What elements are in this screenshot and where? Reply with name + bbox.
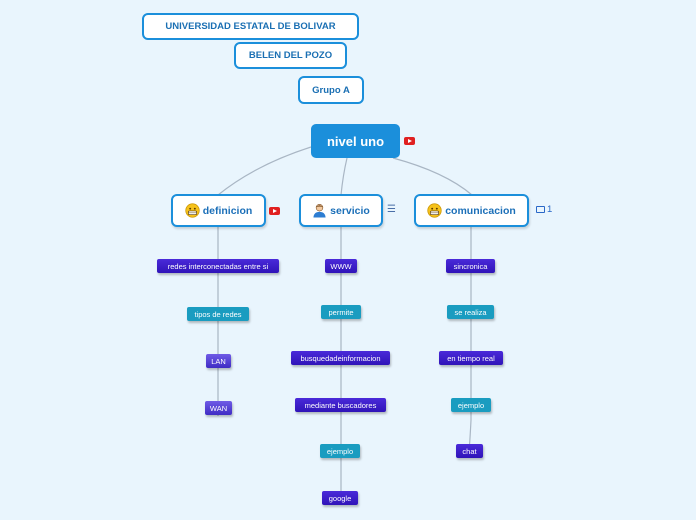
group-label-text: Grupo A bbox=[312, 84, 350, 96]
node-label: ejemplo bbox=[457, 400, 485, 410]
node-label: mediante buscadores bbox=[304, 400, 377, 410]
note-icon[interactable]: ☰ bbox=[387, 204, 396, 215]
node-wan[interactable]: WAN bbox=[205, 401, 232, 415]
comment-icon[interactable]: 1 bbox=[536, 204, 552, 215]
node-label: tipos de redes bbox=[194, 309, 242, 319]
node-label: WWW bbox=[330, 261, 352, 271]
branch-comunicacion[interactable]: comunicacion bbox=[414, 194, 529, 227]
node-label: en tiempo real bbox=[447, 353, 495, 363]
node-label: LAN bbox=[211, 356, 226, 366]
branch-definicion-label: definicion bbox=[202, 204, 253, 217]
node-ejemplo[interactable]: ejemplo bbox=[320, 444, 360, 458]
branch-servicio[interactable]: servicio bbox=[299, 194, 383, 227]
node-google[interactable]: google bbox=[322, 491, 358, 505]
node-en-tiempo-real[interactable]: en tiempo real bbox=[439, 351, 503, 365]
node-lan[interactable]: LAN bbox=[206, 354, 231, 368]
node-label: WAN bbox=[209, 403, 228, 413]
node-label: se realiza bbox=[454, 307, 487, 317]
central-topic[interactable]: nivel uno bbox=[311, 124, 400, 158]
node-label: redes interconectadas entre si bbox=[167, 261, 269, 271]
comment-bubble-icon bbox=[536, 206, 545, 213]
node-label: busquedadeinformacion bbox=[300, 353, 381, 363]
node-busquedadeinformacion[interactable]: busquedadeinformacion bbox=[291, 351, 390, 365]
node-mediante-buscadores[interactable]: mediante buscadores bbox=[295, 398, 386, 412]
node-label: permite bbox=[328, 307, 354, 317]
node-ejemplo[interactable]: ejemplo bbox=[451, 398, 491, 412]
grinning-emoji-icon bbox=[185, 203, 200, 218]
node-label: ejemplo bbox=[326, 446, 354, 456]
branch-definicion[interactable]: definicion bbox=[171, 194, 266, 227]
node-label: google bbox=[328, 493, 352, 503]
node-redes-interconectadas[interactable]: redes interconectadas entre si bbox=[157, 259, 279, 273]
university-title[interactable]: UNIVERSIDAD ESTATAL DE BOLIVAR bbox=[142, 13, 359, 40]
branch-servicio-label: servicio bbox=[330, 204, 370, 217]
grinning-emoji-icon bbox=[427, 203, 442, 218]
node-chat[interactable]: chat bbox=[456, 444, 483, 458]
node-www[interactable]: WWW bbox=[325, 259, 357, 273]
author-name[interactable]: BELEN DEL POZO bbox=[234, 42, 347, 69]
user-avatar-icon bbox=[313, 204, 326, 218]
branch-comunicacion-label: comunicacion bbox=[445, 204, 516, 217]
node-sincronica[interactable]: sincronica bbox=[446, 259, 495, 273]
university-title-text: UNIVERSIDAD ESTATAL DE BOLIVAR bbox=[165, 21, 336, 32]
group-label[interactable]: Grupo A bbox=[298, 76, 364, 104]
node-se-realiza[interactable]: se realiza bbox=[447, 305, 494, 319]
node-label: chat bbox=[462, 446, 477, 456]
node-label: sincronica bbox=[453, 261, 488, 271]
node-tipos-de-redes[interactable]: tipos de redes bbox=[187, 307, 249, 321]
central-topic-label: nivel uno bbox=[326, 133, 385, 149]
youtube-icon[interactable] bbox=[269, 207, 280, 215]
author-name-text: BELEN DEL POZO bbox=[248, 50, 333, 61]
node-permite[interactable]: permite bbox=[321, 305, 361, 319]
youtube-icon[interactable] bbox=[404, 137, 415, 145]
comment-count: 1 bbox=[547, 204, 553, 215]
